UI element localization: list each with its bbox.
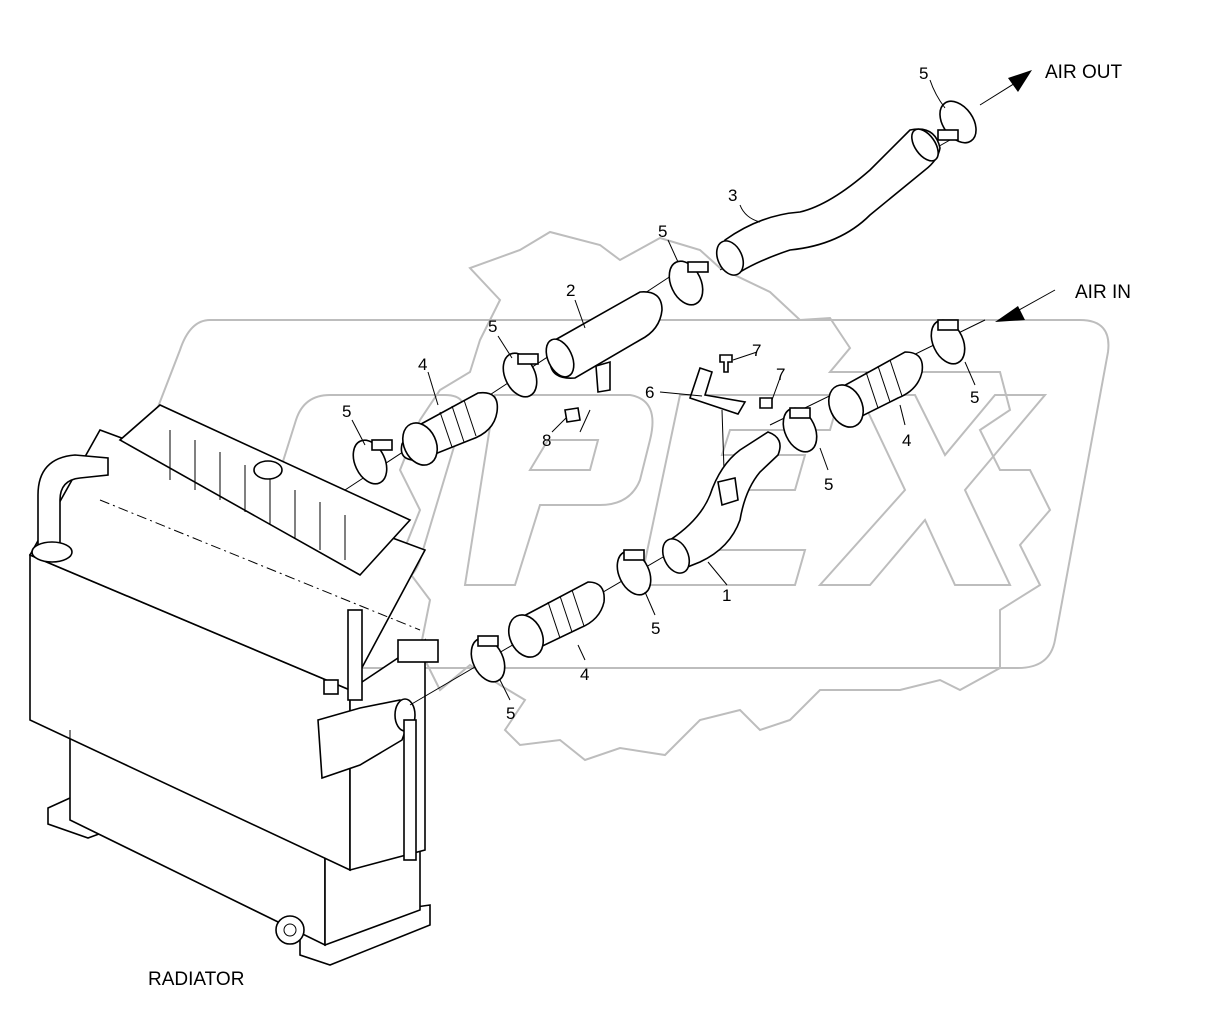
- callout-5-lower-mid: 5: [651, 619, 660, 638]
- callout-6: 6: [645, 383, 654, 402]
- radiator-mount-block: [323, 679, 339, 695]
- nut-8: [564, 407, 581, 423]
- callout-5-right-mid: 5: [824, 475, 833, 494]
- callout-5-far-right: 5: [970, 388, 979, 407]
- radiator-side-rail-2: [403, 719, 417, 861]
- callout-7-top: 7: [752, 341, 761, 360]
- callout-8: 8: [542, 431, 551, 450]
- radiator-assembly: [28, 404, 439, 966]
- callout-5-upper-left: 5: [342, 402, 351, 421]
- watermark-letter-x: [817, 394, 1048, 586]
- radiator-side-rail: [347, 609, 363, 701]
- text-labels: AIR OUT AIR IN RADIATOR 5 3 5 2 5 4 5 7 …: [148, 62, 1131, 990]
- air-out-label: AIR OUT: [1045, 62, 1122, 83]
- radiator-fins: [169, 430, 346, 560]
- bolt-7-top: [719, 354, 733, 373]
- callout-4-lower: 4: [580, 665, 589, 684]
- callout-5-lower-left: 5: [506, 704, 515, 723]
- radiator-side-bracket: [397, 639, 439, 663]
- clamp-5-lower-left: [470, 635, 506, 683]
- callout-1: 1: [722, 586, 731, 605]
- clamp-5-upper-left: [352, 439, 393, 485]
- watermark-letter-e: [638, 394, 842, 586]
- callout-5-air-out: 5: [919, 64, 928, 83]
- intercooler-pipe-2: [545, 291, 663, 393]
- radiator-cap: [253, 460, 283, 480]
- radiator-inlet-flange: [31, 541, 73, 563]
- air-in-label: AIR IN: [1075, 282, 1131, 303]
- clamp-5-top-right: [937, 100, 977, 144]
- callout-5-top-mid: 5: [658, 222, 667, 241]
- lower-pipe-1: [661, 431, 781, 574]
- callout-5-upper-mid: 5: [488, 317, 497, 336]
- right-hose-4: [827, 351, 924, 428]
- clamp-5-lower-mid: [616, 549, 652, 596]
- callout-3: 3: [728, 186, 737, 205]
- bolt-7-side: [759, 397, 773, 409]
- watermark-letter-p: [463, 394, 654, 586]
- leader-lines: [351, 79, 976, 701]
- radiator-label: RADIATOR: [148, 969, 244, 990]
- clamp-5-top-mid: [668, 260, 709, 306]
- clamp-5-far-right: [930, 319, 966, 365]
- air-out-arrow: [979, 70, 1032, 106]
- radiator-drain-port: [275, 915, 305, 945]
- callout-4-right: 4: [902, 431, 911, 450]
- clamp-5-right-mid: [782, 407, 818, 453]
- air-in-arrow: [995, 289, 1056, 322]
- radiator-inlet-pipe: [37, 454, 109, 552]
- watermark-gear-outline: [398, 230, 1052, 762]
- radiator-top-tank: [118, 404, 412, 577]
- callout-7-side: 7: [776, 365, 785, 384]
- clamp-5-upper-mid: [502, 352, 539, 398]
- bracket-6: [688, 366, 747, 415]
- callout-4-upper: 4: [418, 355, 427, 374]
- lower-hose-4: [507, 581, 605, 658]
- upper-pipe-3: [715, 128, 941, 276]
- upper-hose-4: [400, 391, 499, 466]
- watermark-logo-band: [66, 319, 1110, 669]
- callout-2: 2: [566, 281, 575, 300]
